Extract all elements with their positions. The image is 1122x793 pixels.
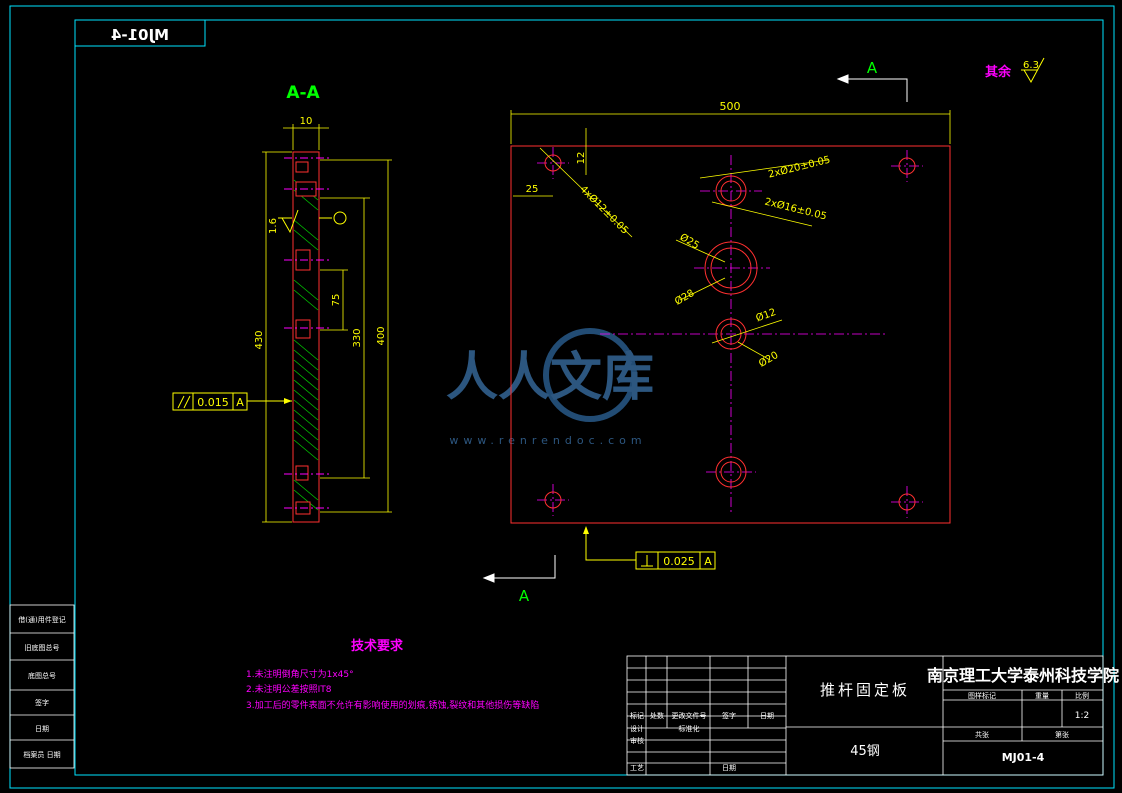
dim-4x12: 4xØ12±0.05 [577, 183, 630, 236]
perp-tolerance-frame [583, 526, 716, 570]
perp-datum: A [704, 555, 712, 568]
dim-d12: Ø12 [754, 306, 777, 324]
process-label: 工艺 [630, 764, 644, 772]
watermark: 人人文库 www.renrendoc.com [446, 328, 654, 447]
section-dims [262, 124, 392, 523]
dim-430: 430 [254, 330, 265, 349]
section-view [284, 151, 330, 523]
dim-12: 12 [576, 152, 587, 165]
top-code-box: MJ01-4 [74, 19, 206, 47]
outer-border [9, 5, 1115, 789]
dim-330: 330 [352, 328, 363, 347]
sheet-total-label: 共张 [975, 730, 989, 739]
view-arrow-bottom-label: A [519, 587, 530, 605]
datum-symbol-section [319, 211, 347, 225]
title-block [626, 655, 1104, 776]
plan-dims [510, 110, 951, 361]
view-arrow-top-label: A [867, 59, 878, 77]
left-strip-item: 借(通)用件登记 [18, 615, 65, 624]
tech-item: 3.加工后的零件表面不允许有影响使用的划痕,锈蚀,裂纹和其他损伤等缺陷 [246, 699, 539, 711]
view-arrow-bottom [482, 555, 556, 583]
left-strip-item: 旧底图总号 [25, 643, 60, 652]
watermark-url: www.renrendoc.com [449, 434, 646, 447]
section-label: A-A [286, 83, 320, 103]
roughness-remaining-value: 6.3 [1023, 60, 1039, 71]
dim-d28: Ø28 [673, 287, 697, 308]
date-label: 日期 [722, 764, 736, 772]
tech-item: 1.未注明倒角尺寸为1x45° [246, 668, 354, 680]
watermark-logo: 人人文库 [446, 348, 654, 408]
rev-header: 更改文件号 [672, 711, 707, 720]
material: 45钢 [850, 744, 880, 759]
dim-2x20: 2xØ20±0.05 [767, 154, 832, 181]
rev-header: 标记 [630, 711, 644, 720]
tech-title: 技术要求 [351, 638, 404, 654]
left-strip-item: 底图总号 [28, 671, 56, 680]
view-arrow-top [836, 74, 908, 102]
rev-header: 日期 [760, 712, 774, 720]
tech-item: 2.未注明公差按照IT8 [246, 683, 332, 695]
roughness-section-value: 1.6 [268, 218, 279, 234]
left-strip-item: 档案员 日期 [23, 750, 60, 759]
plan-view [510, 145, 951, 524]
left-strip-item: 签字 [35, 698, 49, 707]
check-label: 审核 [630, 736, 644, 745]
dim-2x16: 2xØ16±0.05 [763, 196, 828, 223]
dim-d20: Ø20 [757, 349, 781, 370]
scale-value: 1:2 [1075, 711, 1089, 721]
dim-25: 25 [526, 184, 539, 195]
rev-header: 处数 [650, 711, 664, 720]
drawing-number: MJ01-4 [1002, 751, 1045, 764]
dim-thickness: 10 [300, 116, 313, 127]
dim-d25: Ø25 [678, 231, 702, 252]
roughness-section-symbol [278, 209, 299, 234]
top-code-mirrored: MJ01-4 [111, 26, 169, 44]
parallel-tolerance-frame [172, 392, 292, 411]
rev-header: 签字 [722, 711, 736, 720]
stage-label: 图样标记 [968, 691, 996, 700]
part-name: 推杆固定板 [820, 681, 910, 699]
left-strip [9, 604, 75, 769]
weight-label: 重量 [1035, 692, 1049, 700]
dim-400: 400 [376, 326, 387, 345]
dim-75: 75 [331, 294, 342, 307]
roughness-remaining-label: 其余 [985, 64, 1012, 80]
dim-500: 500 [720, 100, 741, 113]
scale-label: 比例 [1075, 691, 1089, 700]
school-name: 南京理工大学泰州科技学院 [927, 666, 1119, 685]
designer-label: 设计 [630, 724, 644, 733]
roughness-remaining-symbol [1021, 57, 1045, 84]
parallel-value: 0.015 [197, 396, 229, 409]
inner-border [74, 19, 1104, 776]
std-label: 标准化 [679, 724, 700, 733]
perp-value: 0.025 [663, 555, 695, 568]
sheet-no-label: 第张 [1055, 730, 1069, 739]
left-strip-item: 日期 [35, 725, 49, 733]
parallel-datum: A [236, 396, 244, 409]
